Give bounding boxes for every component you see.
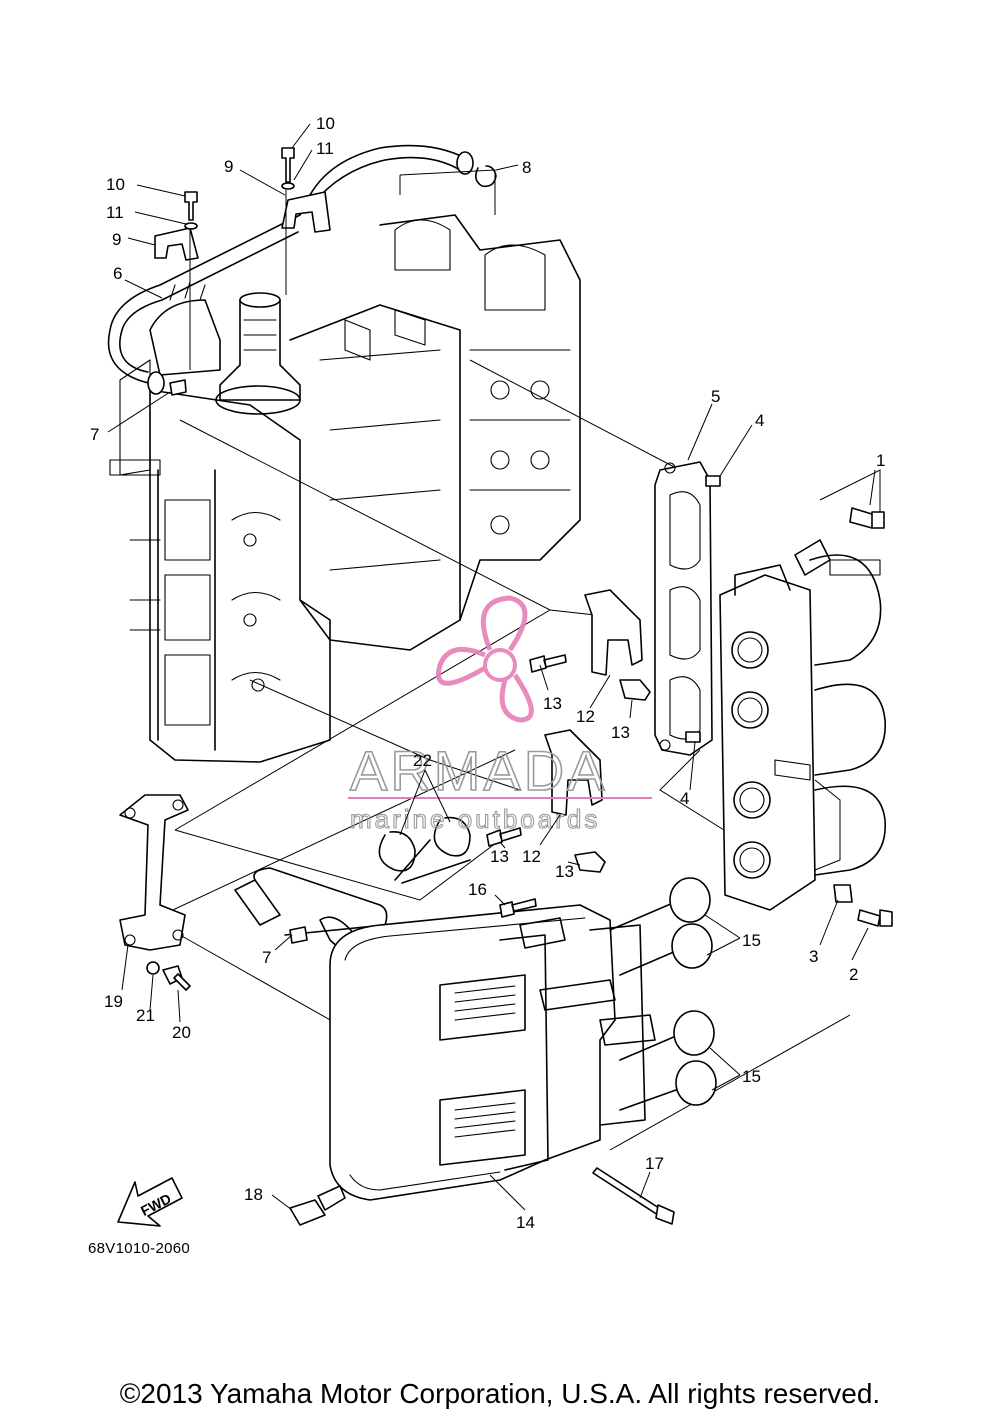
callout-19: 19 — [104, 992, 123, 1011]
watermark-brand: ARMADA — [350, 739, 608, 802]
callout-11a: 11 — [316, 139, 334, 158]
propeller-blade-top — [480, 595, 528, 652]
diagram-code: 68V1010-2060 — [88, 1240, 191, 1257]
callout-22: 22 — [413, 751, 432, 770]
propeller-blade-right — [499, 673, 534, 723]
callout-4b: 4 — [680, 789, 689, 808]
callout-leaders — [107, 123, 876, 1211]
callout-11b: 11 — [106, 203, 124, 222]
callout-6: 6 — [113, 264, 122, 283]
callout-3: 3 — [809, 947, 818, 966]
callout-9b: 9 — [112, 230, 121, 249]
callout-13c: 13 — [490, 847, 509, 866]
callout-9a: 9 — [224, 157, 233, 176]
callout-13a: 13 — [543, 694, 562, 713]
callout-15a: 15 — [742, 931, 761, 950]
callout-14: 14 — [516, 1213, 535, 1232]
bracket-19 — [119, 794, 191, 991]
copyright-notice: ©2013 Yamaha Motor Corporation, U.S.A. A… — [119, 1378, 881, 1409]
callout-12a: 12 — [576, 707, 595, 726]
callout-21: 21 — [136, 1006, 155, 1025]
callout-10b: 10 — [106, 175, 125, 194]
callout-16: 16 — [468, 880, 487, 899]
callout-15b: 15 — [742, 1067, 761, 1086]
watermark-sub: marine outboards — [350, 804, 600, 834]
cylinder-block — [109, 214, 581, 763]
brackets — [378, 589, 651, 884]
callout-10a: 10 — [316, 114, 335, 133]
propeller-blade-left — [436, 646, 487, 686]
callout-12b: 12 — [522, 847, 541, 866]
part-callouts: 1 2 3 4 4 5 6 7 7 8 9 9 10 10 11 11 12 1… — [90, 114, 885, 1232]
water-hose — [107, 144, 497, 396]
callout-5: 5 — [711, 387, 720, 406]
callout-7a: 7 — [90, 425, 99, 444]
propeller-logo — [436, 595, 534, 723]
callout-18: 18 — [244, 1185, 263, 1204]
callout-13d: 13 — [555, 862, 574, 881]
callout-4a: 4 — [755, 411, 764, 430]
intake-manifold — [719, 507, 893, 927]
callout-8: 8 — [522, 158, 531, 177]
callout-13b: 13 — [611, 723, 630, 742]
callout-2: 2 — [849, 965, 858, 984]
intake-silencer — [289, 877, 717, 1226]
callout-1: 1 — [876, 451, 885, 470]
fwd-arrow: FWD — [117, 1177, 183, 1227]
callout-17: 17 — [645, 1154, 664, 1173]
callout-20: 20 — [172, 1023, 191, 1042]
watermark: ARMADA marine outboards — [348, 595, 652, 835]
callout-7b: 7 — [262, 948, 271, 967]
intake-gasket — [654, 461, 721, 756]
